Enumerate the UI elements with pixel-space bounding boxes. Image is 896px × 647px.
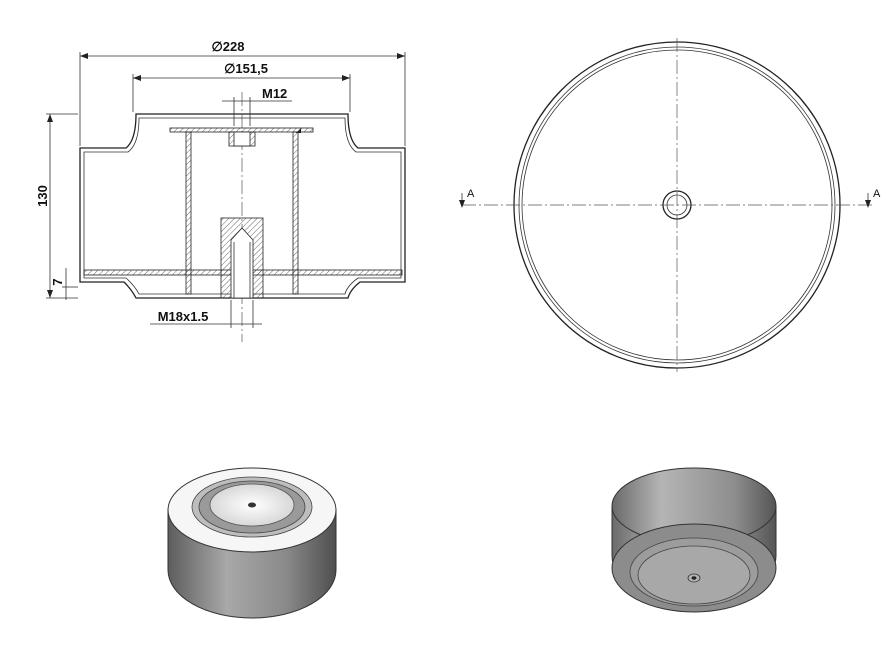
top-plate [169, 127, 314, 133]
dim-outer-diameter: ∅228 [211, 39, 244, 54]
top-nut-bore [233, 131, 251, 147]
dim-top-thread: M12 [262, 86, 287, 101]
outer-shell [79, 113, 406, 299]
section-marker-left: A [467, 188, 475, 200]
section-view: ∅228 ∅151,5 M12 130 7 M18x1.5 [35, 39, 406, 342]
inner-tube-left [185, 131, 192, 295]
dim-height: 130 [35, 185, 50, 207]
isometric-view-bottom [611, 467, 777, 613]
top-view: A A [459, 38, 881, 372]
inner-tube-right [292, 131, 299, 295]
bottom-boss-bore [230, 227, 254, 299]
isometric-view-top [167, 467, 337, 619]
dim-bottom-thread: M18x1.5 [158, 309, 209, 324]
section-marker-right: A [873, 188, 881, 200]
dim-base: 7 [50, 278, 65, 285]
iso-top-hole [248, 502, 256, 508]
dim-inner-diameter: ∅151,5 [224, 61, 268, 76]
outer-shell-inner [83, 117, 402, 295]
